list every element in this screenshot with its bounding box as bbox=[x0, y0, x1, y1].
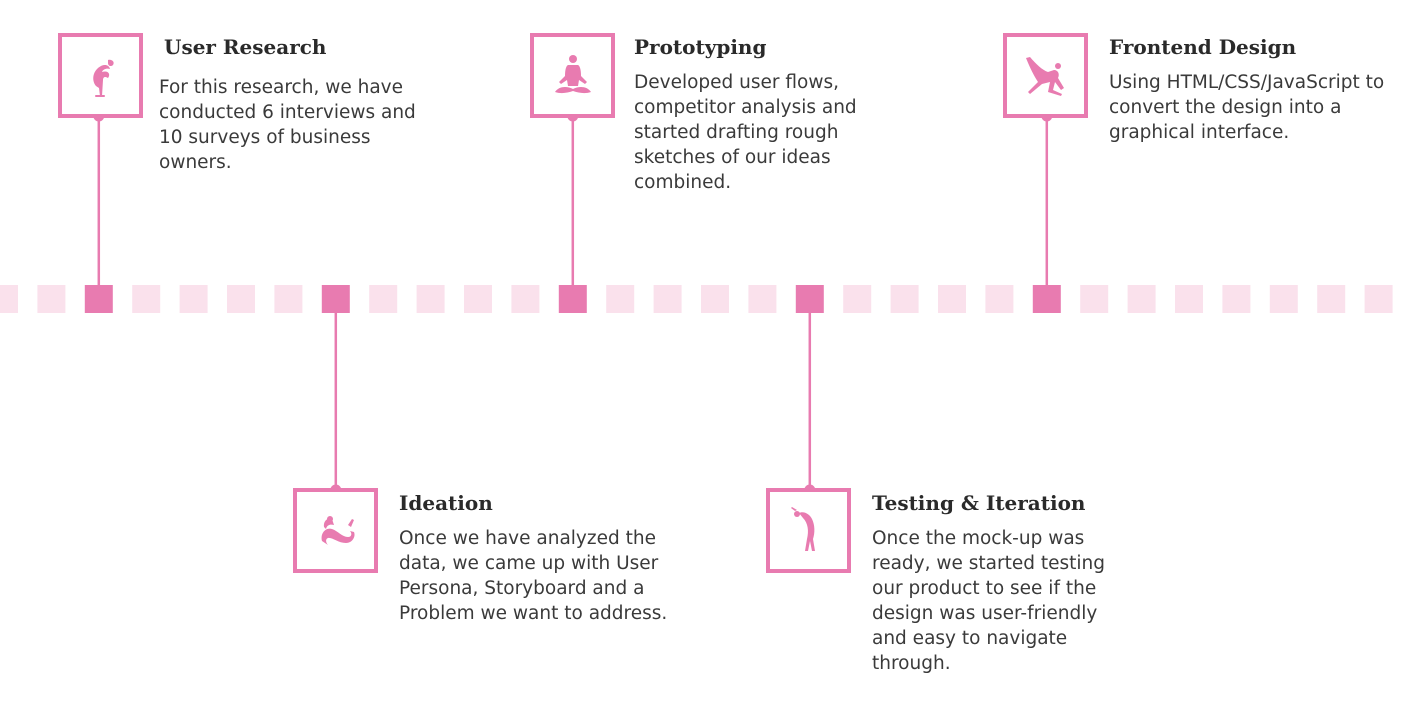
yoga-lotus-pose-icon bbox=[554, 54, 591, 93]
timeline-dot bbox=[37, 285, 66, 313]
timeline-dot bbox=[1127, 285, 1156, 313]
timeline-milestone-marker bbox=[321, 285, 350, 313]
timeline-dot bbox=[416, 285, 445, 313]
step-description: Using HTML/CSS/JavaScript to convert the… bbox=[1109, 72, 1385, 143]
timeline-dot bbox=[274, 285, 303, 313]
yoga-backbend-pose-icon bbox=[790, 506, 815, 551]
timeline-dot bbox=[985, 285, 1014, 313]
step-description: For this research, we have conducted 6 i… bbox=[159, 77, 416, 173]
step-icon-box bbox=[530, 33, 615, 118]
step-title: Ideation bbox=[399, 491, 493, 515]
step-description: Developed user flows, competitor analysi… bbox=[634, 72, 857, 193]
timeline-dot bbox=[132, 285, 161, 313]
timeline-dot bbox=[701, 285, 729, 313]
step-title: Frontend Design bbox=[1109, 35, 1297, 59]
timeline-dot bbox=[1317, 285, 1346, 313]
timeline-dot bbox=[938, 285, 966, 313]
timeline-dot bbox=[1080, 285, 1109, 313]
timeline-dot bbox=[890, 285, 919, 313]
timeline-dot bbox=[179, 285, 208, 313]
step-title: User Research bbox=[164, 35, 327, 59]
timeline-dot bbox=[227, 285, 255, 313]
timeline-dot bbox=[369, 285, 398, 313]
yoga-scorpion-pose-icon bbox=[92, 59, 114, 97]
step-description: Once the mock-up was ready, we started t… bbox=[872, 528, 1105, 674]
timeline-milestone-marker bbox=[84, 285, 113, 313]
timeline-milestone-marker bbox=[558, 285, 587, 313]
timeline-dot bbox=[606, 285, 635, 313]
timeline-dot bbox=[843, 285, 872, 313]
step-description: Once we have analyzed the data, we came … bbox=[399, 528, 668, 624]
step-title: Prototyping bbox=[634, 35, 767, 59]
timeline-dot bbox=[0, 285, 18, 313]
timeline-milestone-marker bbox=[1032, 285, 1061, 313]
timeline-dot bbox=[1269, 285, 1298, 313]
timeline-dot bbox=[653, 285, 682, 313]
timeline-milestone-marker bbox=[795, 285, 824, 313]
timeline-dot bbox=[1364, 285, 1393, 313]
step-icon-box bbox=[293, 488, 378, 573]
yoga-lunge-pose-icon bbox=[1025, 56, 1064, 96]
timeline-dot bbox=[1222, 285, 1251, 313]
step-icon-box bbox=[58, 33, 143, 118]
timeline-dot bbox=[511, 285, 540, 313]
timeline-dot bbox=[464, 285, 492, 313]
step-icon-box bbox=[1003, 33, 1088, 118]
yoga-bow-pose-icon bbox=[321, 515, 355, 545]
timeline-dot bbox=[748, 285, 777, 313]
step-title: Testing & Iteration bbox=[872, 491, 1086, 515]
timeline-dot bbox=[1175, 285, 1203, 313]
step-icon-box bbox=[766, 488, 851, 573]
